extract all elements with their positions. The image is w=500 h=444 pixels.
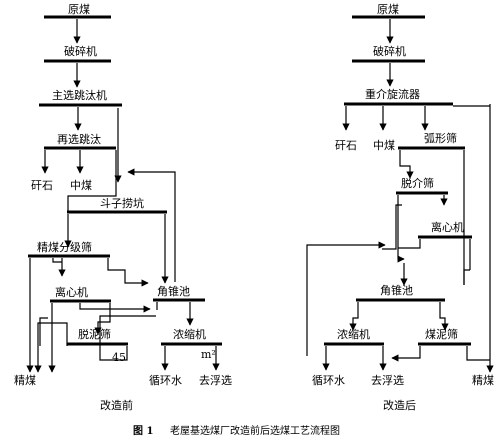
right-cone-pool-label: 角锥池 [380, 284, 413, 297]
right-middling-label: 中煤 [373, 139, 395, 152]
left-crusher-label: 破碎机 [64, 44, 97, 58]
left-clean-screen-label: 精煤分级筛 [37, 240, 92, 254]
before-flowchart [26, 15, 222, 373]
left-desliming-screen-label: 脱泥筛 [78, 327, 111, 341]
figure-caption: 老屋基选煤厂改造前后选煤工艺流程图 [170, 424, 340, 437]
left-gangue-label: 矸石 [31, 179, 53, 192]
right-slime-screen-label: 煤泥筛 [425, 327, 458, 341]
right-dewater-screen-label: 脱介筛 [401, 176, 434, 190]
left-to-flotation-label: 去浮选 [199, 374, 232, 387]
right-raw-coal-label: 原煤 [377, 3, 399, 16]
left-raw-coal-label: 原煤 [68, 3, 90, 16]
right-gangue-label: 矸石 [335, 139, 357, 152]
left-middling-label: 中煤 [70, 179, 92, 192]
right-centrifuge-label: 离心机 [431, 220, 464, 234]
left-circ-water-label: 循环水 [149, 374, 182, 387]
right-diagram-label: 改造后 [383, 398, 416, 412]
left-thickener-unit: m² [201, 348, 216, 361]
left-desliming-number: 45 [112, 351, 126, 364]
left-centrifuge-label: 离心机 [55, 285, 88, 299]
right-crusher-label: 破碎机 [373, 44, 406, 58]
left-diagram-label: 改造前 [100, 398, 133, 412]
right-thickener-label: 浓缩机 [337, 327, 370, 341]
left-cone-pool-label: 角锥池 [157, 285, 190, 298]
left-main-jig-label: 主选跳汰机 [52, 88, 107, 102]
after-flowchart [306, 15, 494, 373]
left-bucket-pit-label: 斗子捞坑 [100, 196, 144, 210]
left-thickener-label: 浓缩机 [173, 327, 206, 341]
left-clean-coal-label: 精煤 [14, 374, 36, 387]
right-arc-screen-label: 弧形筛 [424, 131, 457, 145]
right-hydrocyclone-label: 重介旋流器 [365, 87, 420, 101]
right-clean-coal-label: 精煤 [472, 374, 494, 387]
equipment-bars [324, 15, 472, 346]
right-to-flotation-label: 去浮选 [371, 374, 404, 387]
figure-number: 图 1 [133, 425, 153, 437]
right-circ-water-label: 循环水 [312, 374, 345, 387]
left-rejig-label: 再选跳汰 [57, 132, 101, 146]
equipment-bars [28, 15, 222, 346]
